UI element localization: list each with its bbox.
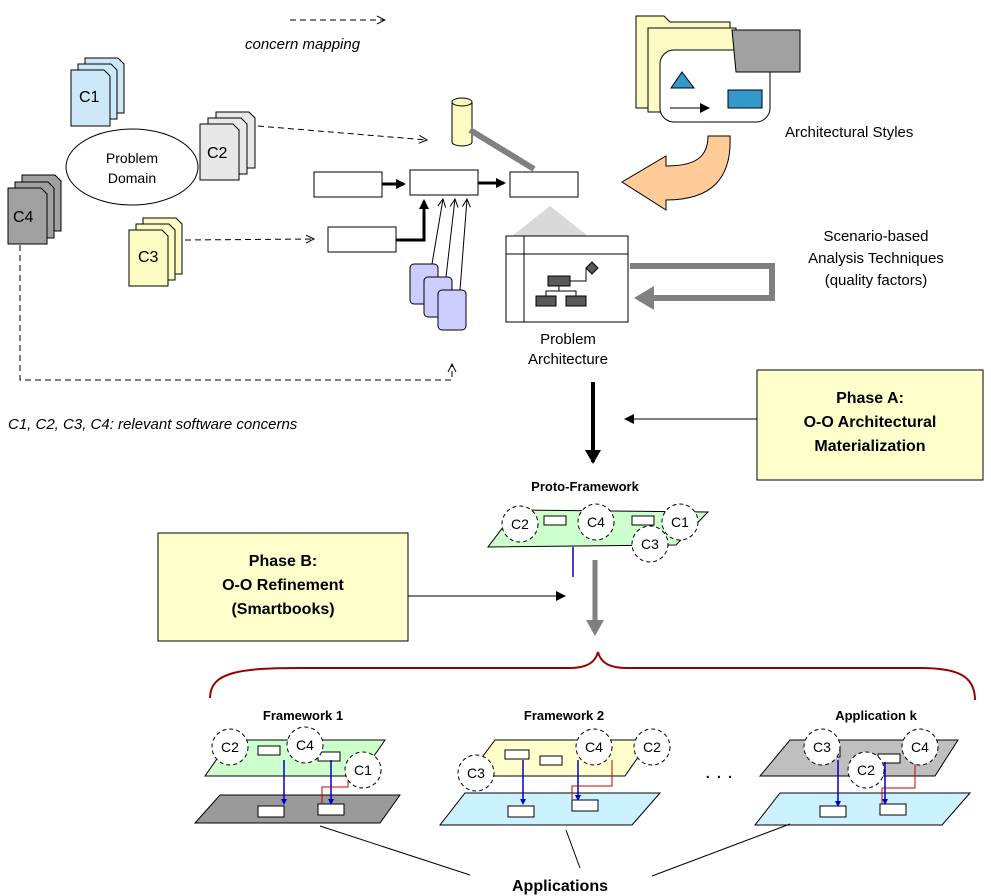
framework1-label: Framework 1 — [263, 708, 343, 723]
c1-label: C1 — [79, 89, 100, 106]
scenario-line3: (quality factors) — [825, 272, 928, 289]
purple-components — [409, 263, 467, 331]
scenario-line2: Analysis Techniques — [808, 250, 944, 267]
ak-c4: C4 — [911, 739, 929, 755]
component-links — [382, 178, 506, 242]
phase-b-line2: O-O Refinement — [222, 577, 344, 594]
phase-b-line1: Phase B: — [249, 553, 317, 570]
proto-framework: Proto-Framework C2 C4 C1 C3 — [486, 479, 710, 577]
ak-c3: C3 — [813, 739, 831, 755]
proto-c3: C3 — [641, 536, 659, 552]
problem-architecture-line2: Architecture — [528, 351, 608, 368]
concern-c3-doc: C3 — [128, 217, 183, 287]
framework-2: Framework 2 C3 C4 C2 — [438, 708, 671, 826]
phase-a-box: Phase A: O-O Architectural Materializati… — [756, 369, 984, 481]
database-cylinder — [451, 97, 473, 147]
applications-label: Applications — [512, 878, 608, 895]
f1-c4: C4 — [296, 737, 314, 753]
scenario-loop-arrow — [630, 263, 775, 310]
component-boxes — [313, 169, 579, 253]
f1-c2: C2 — [221, 739, 239, 755]
architectural-styles-label: Architectural Styles — [785, 124, 913, 141]
concern-mapping-legend: concern mapping — [245, 20, 385, 53]
problem-domain: Problem Domain — [65, 128, 199, 206]
applications-callout — [319, 823, 791, 877]
concern-c2-doc: C2 — [199, 111, 256, 181]
proto-c2: C2 — [511, 516, 529, 532]
framework-brace — [209, 651, 976, 701]
scenario-line1: Scenario-based — [823, 228, 928, 245]
concern-mapping-arrows — [19, 125, 452, 381]
purple-arrows — [431, 199, 467, 291]
ellipsis: . . . — [705, 761, 733, 783]
scenario-label: Scenario-based Analysis Techniques (qual… — [808, 228, 944, 289]
problem-architecture-icon: Problem Architecture — [505, 206, 629, 368]
c4-label: C4 — [13, 209, 34, 226]
framework-1: Framework 1 C2 C4 C1 — [193, 708, 401, 824]
phase-a-line1: Phase A: — [836, 390, 904, 407]
phase-b-box: Phase B: O-O Refinement (Smartbooks) — [157, 532, 409, 642]
framework2-label: Framework 2 — [524, 708, 604, 723]
c2-label: C2 — [207, 145, 228, 162]
phase-a-line2: O-O Architectural — [804, 414, 937, 431]
concern-c1-doc: C1 — [70, 57, 125, 127]
ak-c2: C2 — [857, 762, 875, 778]
concern-c4-doc: C4 — [7, 174, 62, 245]
application-k-label: Application k — [835, 708, 917, 723]
proto-framework-label: Proto-Framework — [531, 479, 639, 494]
f1-c1: C1 — [354, 762, 372, 778]
architectural-styles-icon: Architectural Styles — [635, 15, 913, 141]
f2-c2: C2 — [643, 739, 661, 755]
phase-a-line3: Materialization — [814, 438, 925, 455]
c3-label: C3 — [138, 249, 159, 266]
proto-c4: C4 — [587, 514, 605, 530]
db-connector — [468, 127, 536, 172]
problem-domain-line2: Domain — [108, 170, 156, 186]
f2-c4: C4 — [585, 739, 603, 755]
concern-mapping-label: concern mapping — [245, 36, 361, 53]
concerns-note: C1, C2, C3, C4: relevant software concer… — [8, 416, 298, 433]
phase-b-line3: (Smartbooks) — [231, 601, 334, 618]
problem-domain-line1: Problem — [106, 150, 158, 166]
problem-architecture-line1: Problem — [540, 331, 596, 348]
styles-arrow — [621, 135, 731, 211]
proto-c1: C1 — [671, 514, 689, 530]
f2-c3: C3 — [467, 765, 485, 781]
application-k: Application k C3 C2 C4 — [753, 708, 972, 826]
